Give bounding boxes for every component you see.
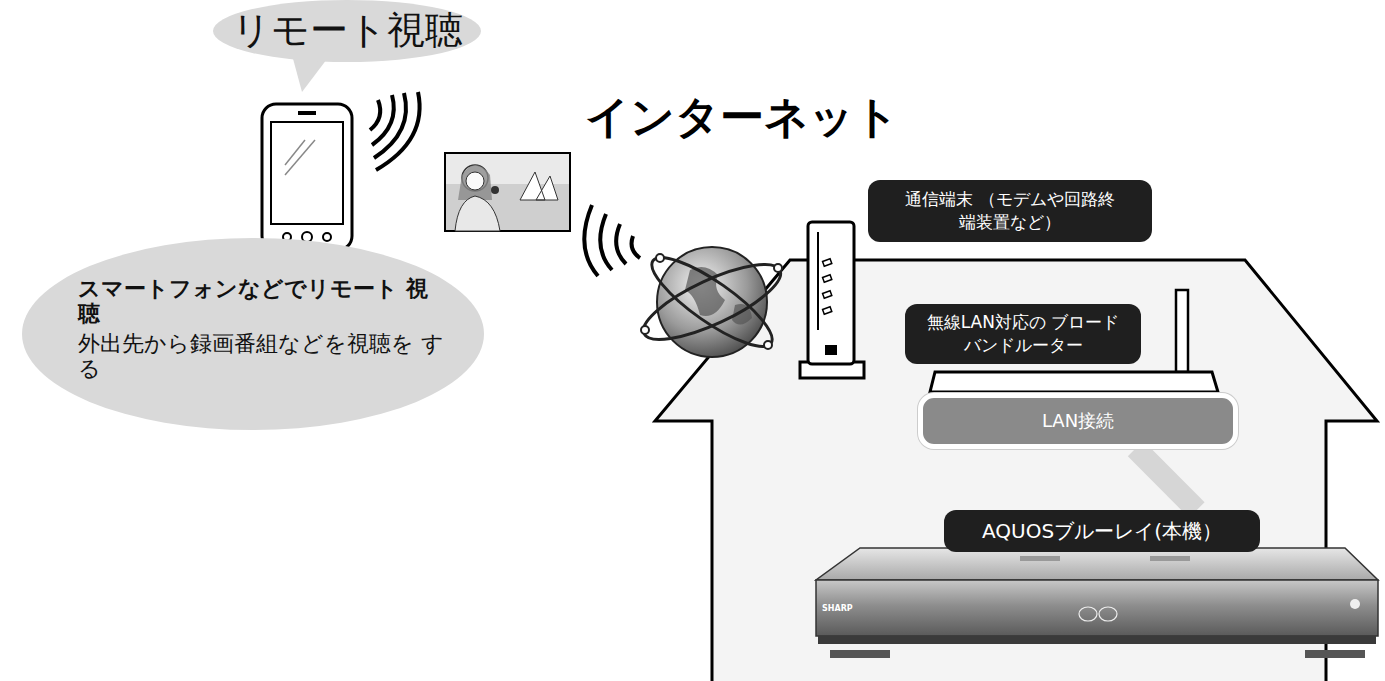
speech-ellipse: スマートフォンなどでリモート 視聴外出先から録画番組などを視聴を する [22, 238, 484, 430]
signal-waves [370, 92, 420, 170]
lan-connection [1136, 449, 1197, 510]
globe [635, 244, 790, 359]
node-title: スマートフォンなどでリモート 視聴 [78, 276, 444, 327]
smartphone [262, 104, 352, 250]
label-box: 通信端末 （モデムや回路終端装置など） [868, 180, 1152, 242]
node-title: AQUOSブルーレイ(本機） [954, 519, 1250, 543]
node-body: 外出先から録画番組などを視聴を する [78, 331, 444, 382]
brand-label: SHARP [822, 604, 853, 613]
label-box: LAN接続 [918, 393, 1238, 449]
title-label: インターネット [585, 88, 899, 147]
node-title: 無線LAN対応の ブロードバンドルーター [923, 311, 1123, 357]
node-title: 通信端末 （モデムや回路終端装置など） [900, 188, 1120, 234]
node-title: LAN接続 [1042, 410, 1114, 432]
label-box: 無線LAN対応の ブロードバンドルーター [905, 304, 1141, 364]
blu-ray-recorder [816, 548, 1378, 658]
node-title: リモート視聴 [232, 8, 463, 54]
signal-waves [584, 205, 640, 276]
modem [800, 222, 864, 378]
speech-ellipse: リモート視聴 [213, 0, 481, 62]
label-box: AQUOSブルーレイ(本機） [944, 510, 1260, 552]
tv-image [445, 153, 570, 231]
